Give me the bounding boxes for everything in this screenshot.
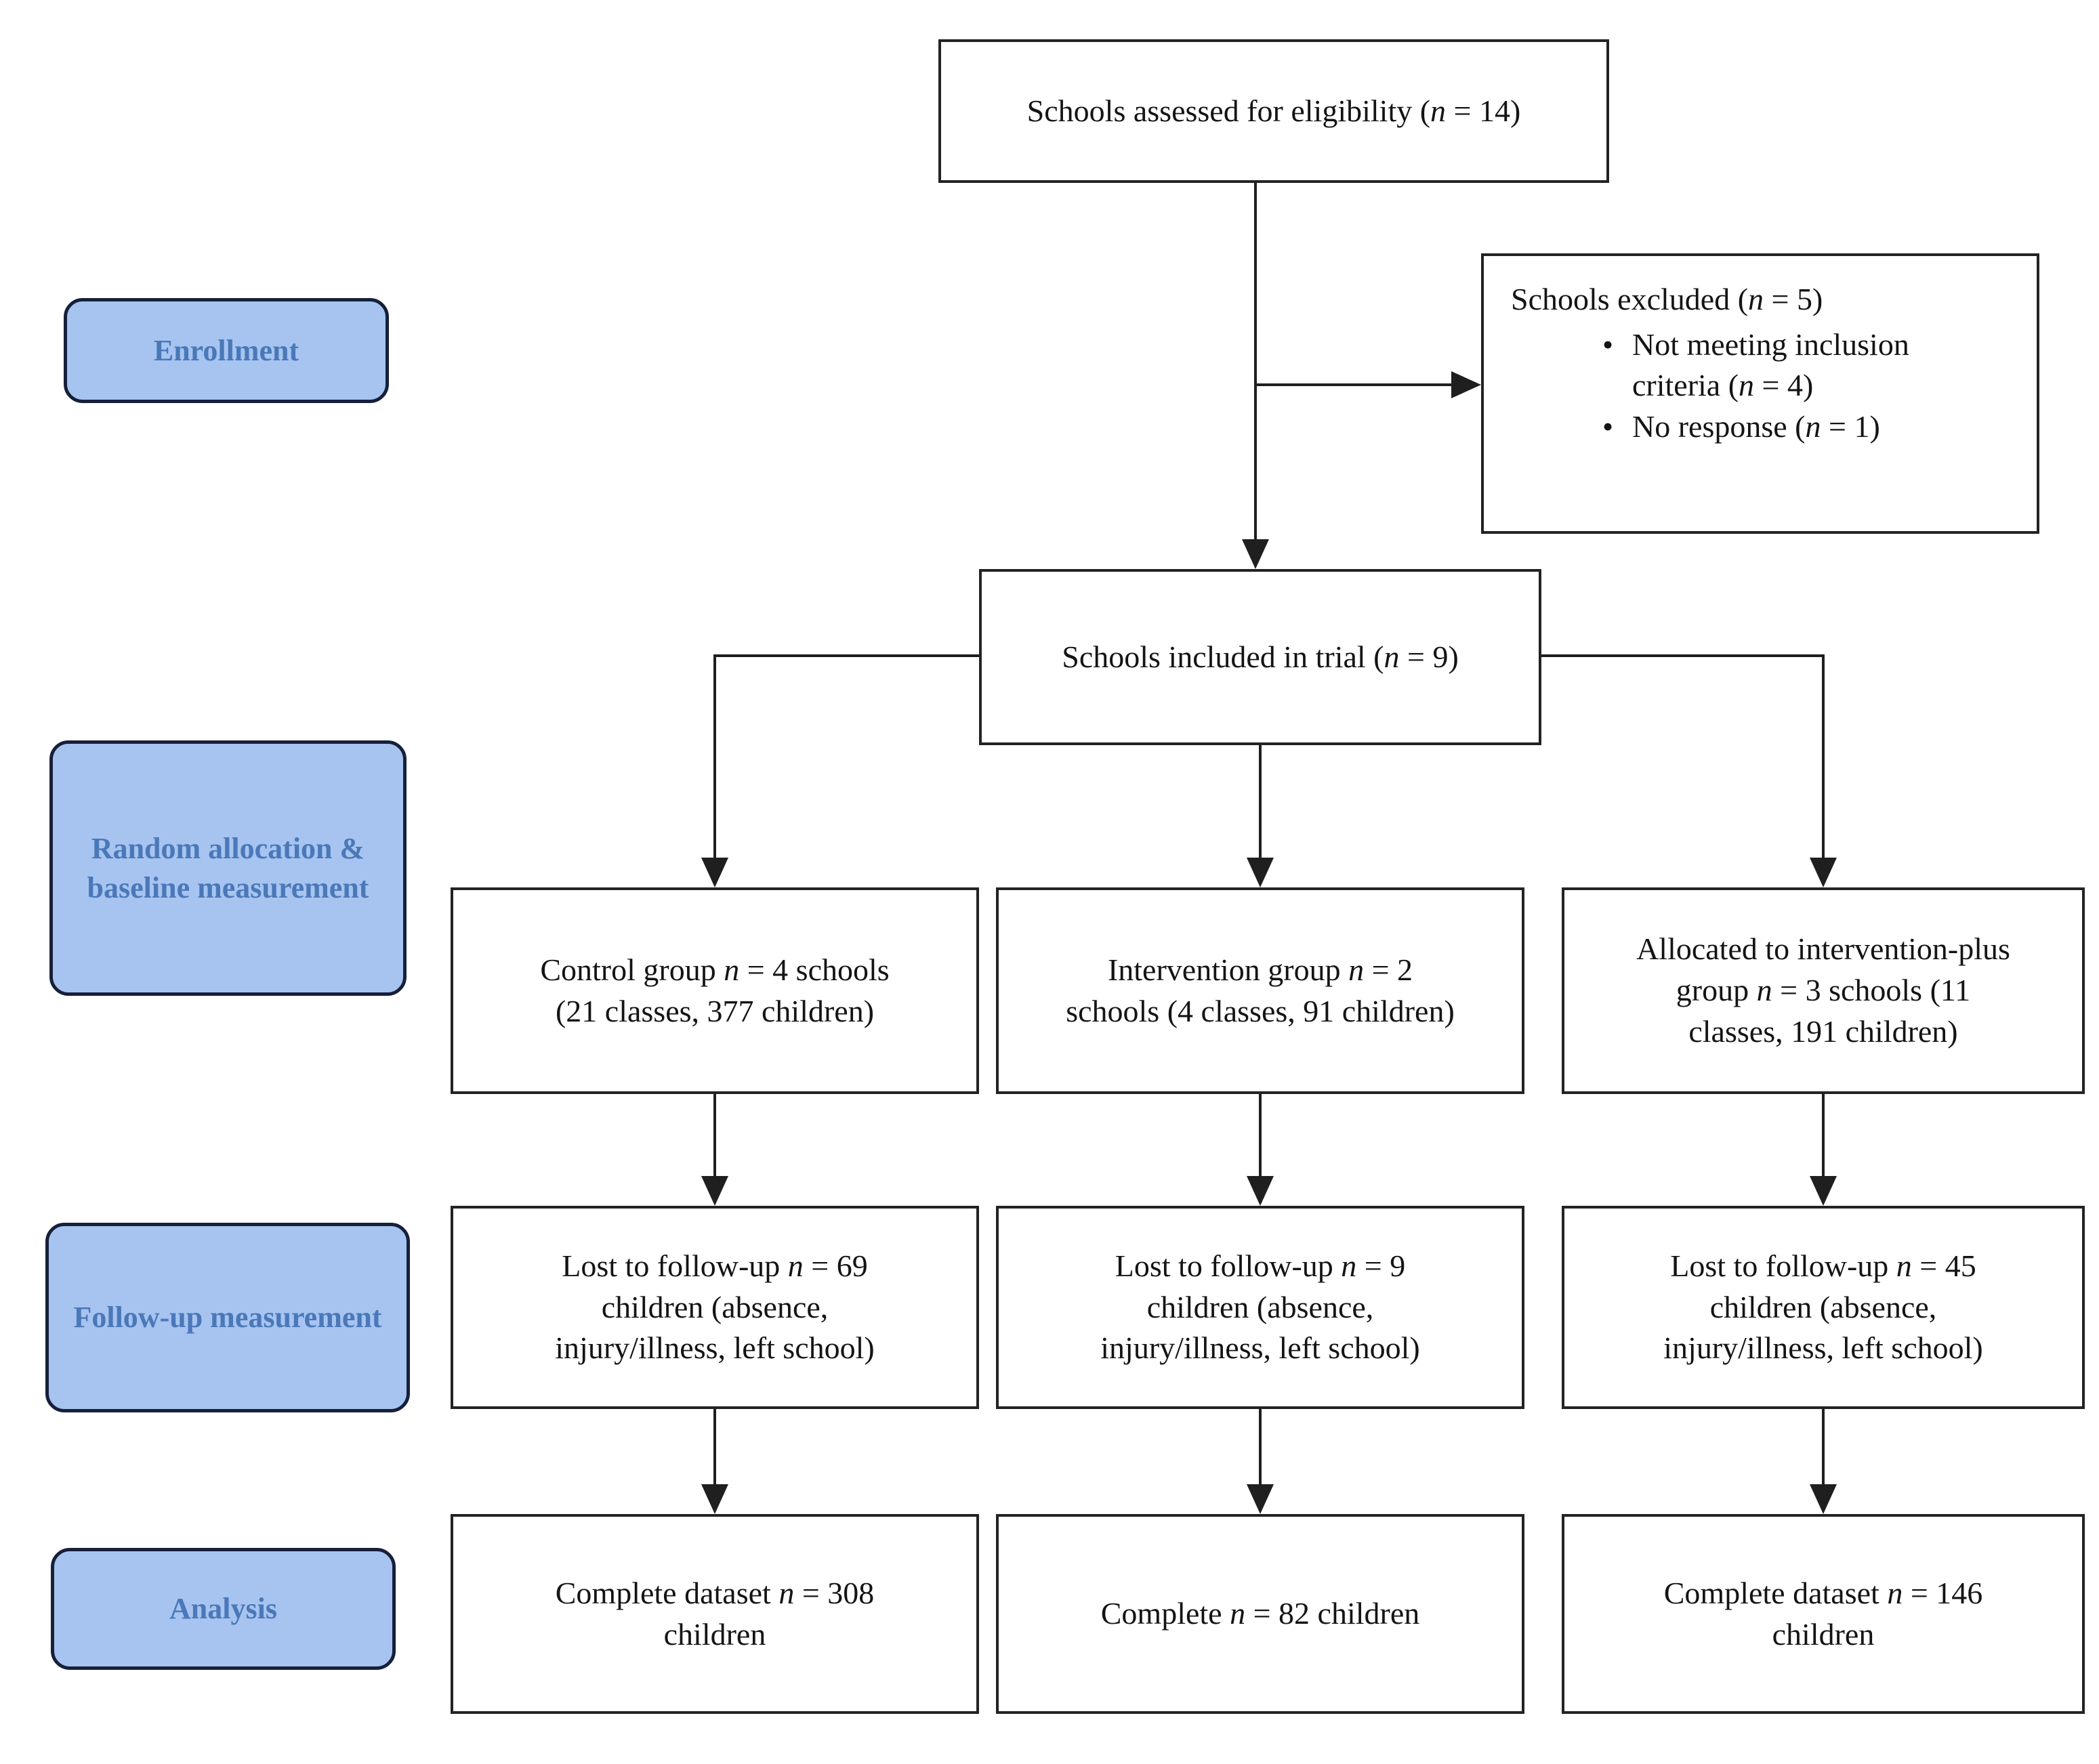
arrowhead-into-lost-control (701, 1176, 728, 1206)
arrowhead-into-intervention-plus (1810, 858, 1837, 887)
arrowhead-into-complete-control (701, 1484, 728, 1514)
arrowhead-into-control (701, 858, 728, 887)
excluded-bullet-text: Not meeting inclusion criteria (n = 4) (1632, 327, 1909, 403)
connector-included-to-control-horizontal (715, 654, 979, 657)
connector-assessed-to-included (1254, 183, 1257, 542)
box-allocation-intervention-text: Intervention group n = 2 schools (4 clas… (1066, 952, 1455, 1028)
arrowhead-into-intervention (1247, 858, 1274, 887)
excluded-bullet-text: No response (n = 1) (1632, 409, 1880, 444)
connector-intervention-plus-to-lost (1822, 1094, 1825, 1177)
arrowhead-into-lost-intervention (1247, 1176, 1274, 1206)
connector-included-to-intervention-plus-horizontal (1541, 654, 1825, 657)
connector-lost-to-complete-intervention (1259, 1409, 1262, 1486)
box-complete-intervention-plus: Complete dataset n = 146 children (1562, 1514, 2085, 1714)
arrowhead-into-excluded (1451, 371, 1481, 398)
box-lost-control-text: Lost to follow-up n = 69 children (absen… (555, 1248, 875, 1366)
connector-lost-to-complete-control (713, 1409, 716, 1486)
arrowhead-into-complete-intervention-plus (1810, 1484, 1837, 1514)
box-schools-included: Schools included in trial (n = 9) (979, 569, 1541, 745)
stage-label-analysis: Analysis (51, 1548, 396, 1670)
box-schools-assessed: Schools assessed for eligibility (n = 14… (938, 39, 1609, 183)
box-complete-control-text: Complete dataset n = 308 children (555, 1575, 875, 1652)
box-schools-excluded-title: Schools excluded (n = 5) (1511, 282, 1823, 316)
box-complete-control: Complete dataset n = 308 children (451, 1514, 979, 1714)
connector-to-excluded (1254, 383, 1454, 386)
box-complete-intervention-text: Complete n = 82 children (1100, 1596, 1420, 1631)
stage-label-random-allocation: Random allocation & baseline measurement (49, 740, 407, 996)
box-allocation-intervention-plus-text: Allocated to intervention-plus group n =… (1636, 931, 2010, 1049)
arrowhead-into-lost-intervention-plus (1810, 1176, 1837, 1206)
excluded-bullet-item: • Not meeting inclusion criteria (n = 4) (1602, 324, 1957, 406)
box-lost-intervention-plus-text: Lost to follow-up n = 45 children (absen… (1663, 1248, 1983, 1366)
box-schools-assessed-text: Schools assessed for eligibility (n = 14… (1026, 93, 1521, 128)
bullet-icon: • (1602, 327, 1614, 362)
bullet-icon: • (1602, 409, 1614, 444)
box-allocation-control: Control group n = 4 schools (21 classes,… (451, 887, 979, 1094)
box-complete-intervention: Complete n = 82 children (996, 1514, 1524, 1714)
connector-control-to-lost (713, 1094, 716, 1177)
connector-intervention-to-lost (1259, 1094, 1262, 1177)
box-lost-intervention: Lost to follow-up n = 9 children (absenc… (996, 1206, 1524, 1409)
box-schools-included-text: Schools included in trial (n = 9) (1062, 639, 1459, 674)
stage-label-enrollment: Enrollment (64, 298, 389, 403)
box-allocation-control-text: Control group n = 4 schools (21 classes,… (540, 952, 890, 1028)
arrowhead-into-complete-intervention (1247, 1484, 1274, 1514)
box-allocation-intervention-plus: Allocated to intervention-plus group n =… (1562, 887, 2085, 1094)
excluded-bullet-list: • Not meeting inclusion criteria (n = 4)… (1511, 324, 1957, 448)
connector-lost-to-complete-intervention-plus (1822, 1409, 1825, 1486)
box-schools-excluded: Schools excluded (n = 5) • Not meeting i… (1481, 253, 2039, 534)
excluded-bullet-item: • No response (n = 1) (1602, 406, 1957, 448)
box-lost-control: Lost to follow-up n = 69 children (absen… (451, 1206, 979, 1409)
connector-included-to-control-vertical (713, 654, 716, 859)
box-allocation-intervention: Intervention group n = 2 schools (4 clas… (996, 887, 1524, 1094)
stage-label-follow-up: Follow-up measurement (45, 1223, 410, 1412)
box-lost-intervention-plus: Lost to follow-up n = 45 children (absen… (1562, 1206, 2085, 1409)
connector-included-to-intervention-plus-vertical (1822, 654, 1825, 859)
arrowhead-into-included (1242, 539, 1269, 569)
box-complete-intervention-plus-text: Complete dataset n = 146 children (1663, 1575, 1983, 1652)
box-lost-intervention-text: Lost to follow-up n = 9 children (absenc… (1100, 1248, 1420, 1366)
connector-included-to-intervention (1259, 745, 1262, 859)
